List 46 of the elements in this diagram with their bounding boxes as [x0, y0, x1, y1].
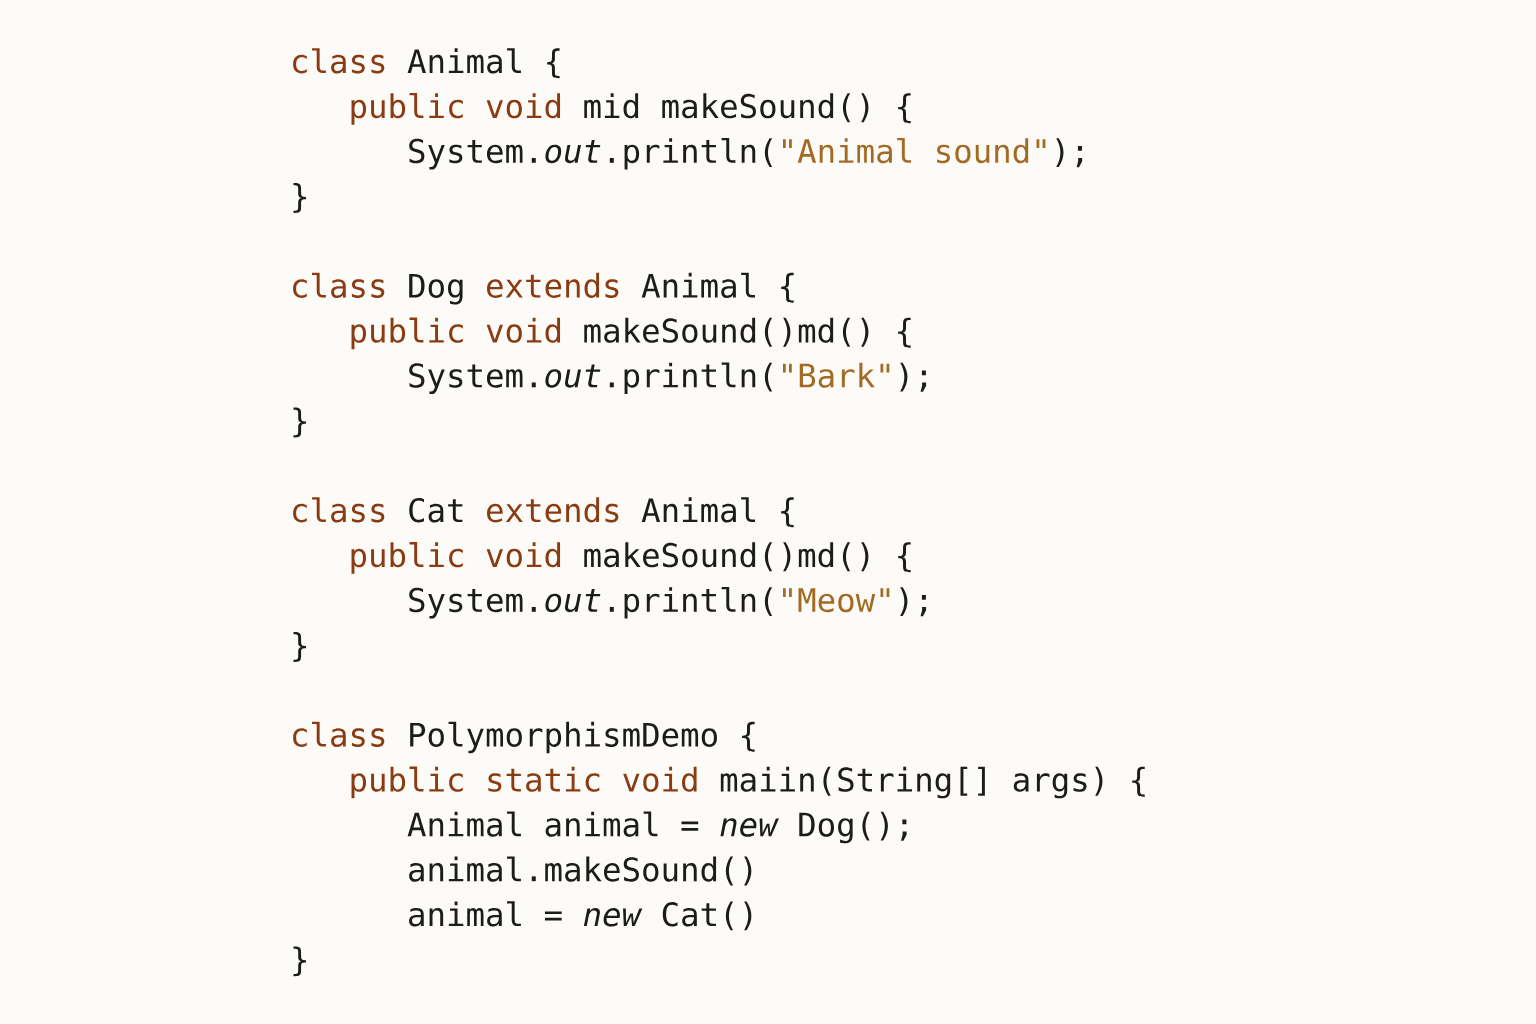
- code-keyword: public void: [351, 542, 561, 574]
- code-text: Animal {: [641, 497, 794, 528]
- code-keyword: extends: [487, 497, 619, 523]
- code-text: new: [720, 818, 779, 837]
- code-text: out: [545, 364, 601, 388]
- code-text: }: [293, 946, 306, 977]
- string-literal: "Bark": [783, 362, 890, 388]
- code-keyword: public void: [351, 93, 561, 125]
- code-text: Animal animal =: [407, 811, 699, 837]
- code-text: animal.makeSound(): [409, 856, 752, 886]
- code-text: Animal {: [641, 272, 794, 303]
- code-keyword: public void: [351, 317, 561, 350]
- code-text: animal =: [409, 901, 562, 927]
- code-text: makeSound()md() {: [584, 542, 911, 573]
- code-text: Cat: [409, 497, 463, 523]
- code-text: Dog: [409, 273, 463, 305]
- code-text: );: [900, 362, 927, 392]
- code-text: Animal {: [407, 48, 560, 79]
- code-keyword: class: [293, 721, 385, 747]
- code-text: .println(: [609, 138, 773, 170]
- code-text: System.: [409, 587, 536, 619]
- code-text: new: [583, 907, 643, 927]
- code-keyword: class: [293, 48, 385, 74]
- code-text: PolymorphismDemo {: [410, 721, 755, 754]
- code-text: System.: [409, 363, 536, 395]
- code-text: makeSound()md() {: [584, 317, 911, 348]
- code-text: }: [293, 407, 306, 438]
- code-text: }: [293, 632, 306, 662]
- code-text: .println(: [609, 587, 773, 619]
- string-literal: "Meow": [783, 588, 890, 613]
- code-text: System.: [409, 138, 536, 170]
- code-text: .println(: [609, 362, 773, 395]
- code-keyword: class: [293, 272, 385, 298]
- code-text: );: [900, 587, 927, 617]
- code-text: out: [545, 589, 601, 613]
- code-text: out: [545, 140, 601, 164]
- code-text: maiin(String[] args) {: [720, 766, 1145, 799]
- code-keyword: class: [293, 497, 385, 523]
- code-keyword: extends: [487, 272, 619, 298]
- code-text: mid makeSound() {: [584, 93, 911, 124]
- code-text: Cat(): [662, 901, 752, 931]
- string-literal: "Animal sound": [783, 138, 1046, 164]
- code-keyword: public static void: [351, 766, 697, 799]
- code-text: Dog();: [799, 811, 907, 844]
- code-text: );: [1056, 138, 1083, 168]
- code-text: }: [293, 183, 306, 213]
